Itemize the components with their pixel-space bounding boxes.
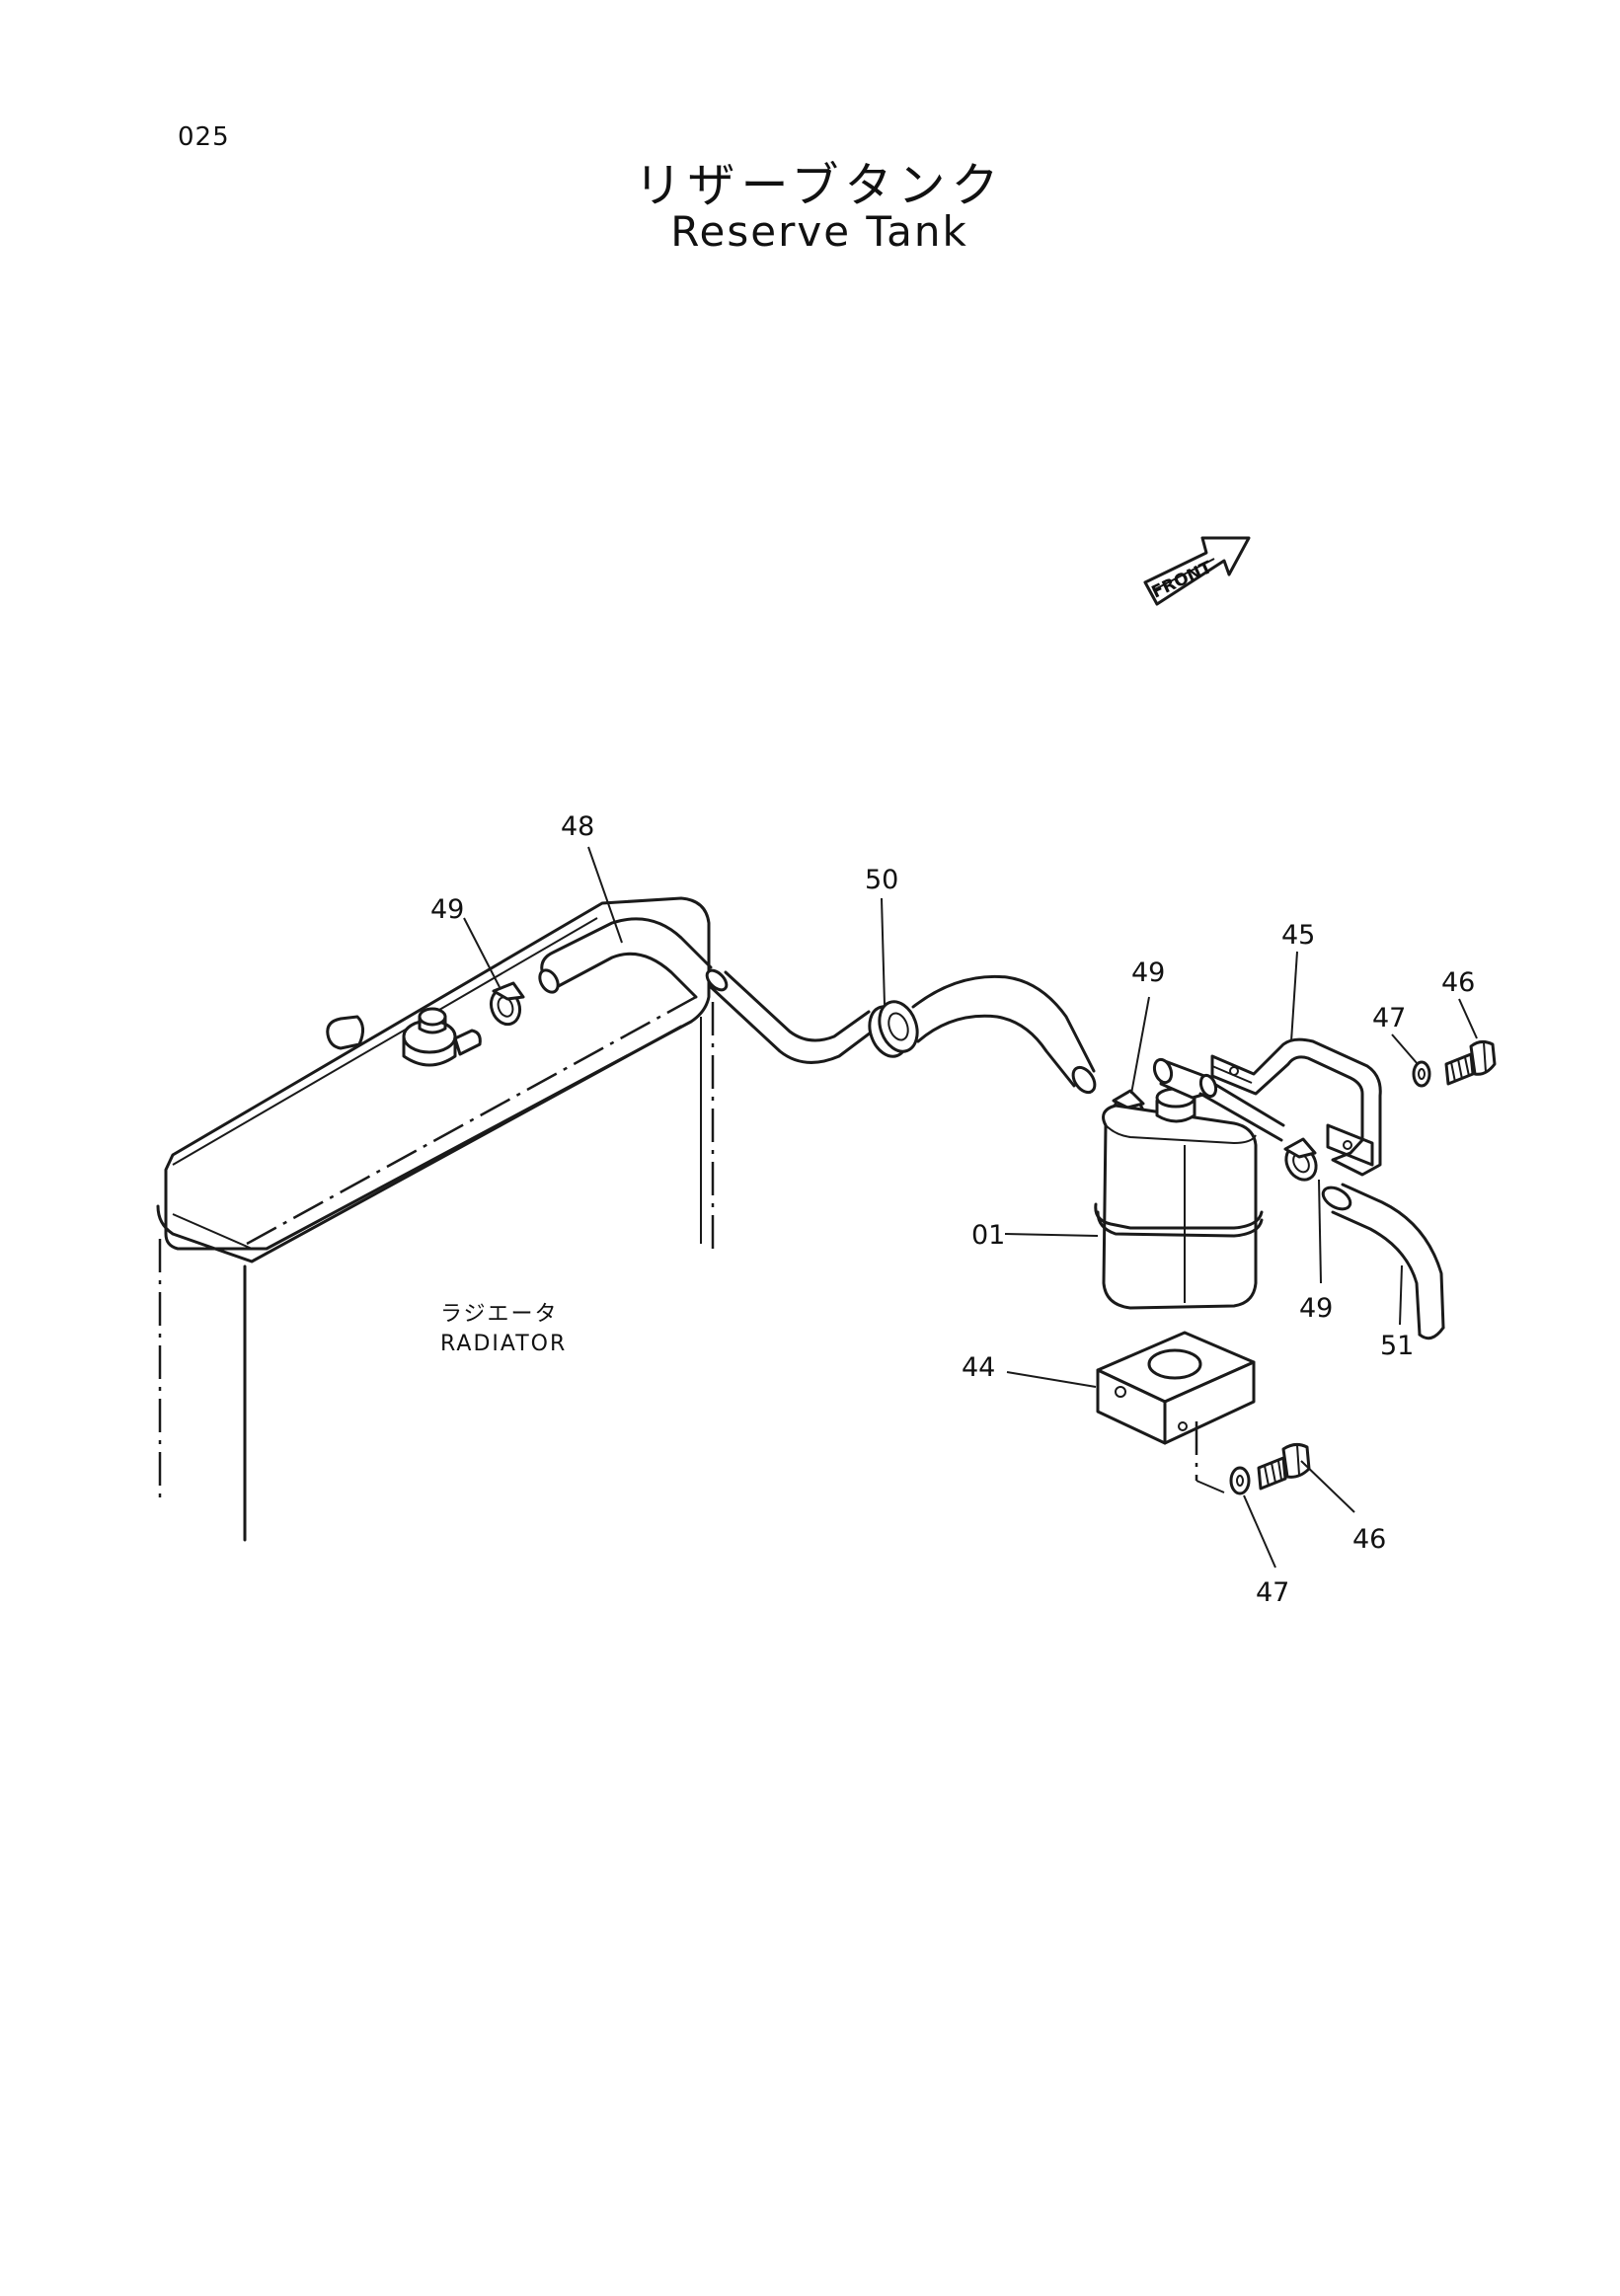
- block-44: [1096, 1331, 1256, 1493]
- bracket-45: [1210, 1037, 1382, 1177]
- radiator-label-jp: ラジエータ: [440, 1302, 559, 1327]
- hose-clamp-49-left: [489, 981, 525, 1027]
- callout-47-upper: 47: [1372, 1003, 1406, 1033]
- hose-51: [1321, 1183, 1445, 1340]
- callout-46-upper: 46: [1441, 967, 1475, 998]
- callout-49-right: 49: [1299, 1293, 1333, 1324]
- leader-lines: [463, 846, 1478, 1569]
- callout-50: 50: [865, 865, 898, 895]
- callout-44: 44: [962, 1352, 995, 1383]
- callout-47-lower: 47: [1256, 1577, 1289, 1608]
- bolt-46-lower: [1257, 1442, 1311, 1491]
- pipe-50: [705, 968, 1097, 1095]
- bolt-46-upper: [1444, 1039, 1497, 1086]
- hose-clamp-49-right: [1283, 1137, 1318, 1182]
- washer-47-lower: [1229, 1466, 1251, 1495]
- front-direction-arrow: FRONT: [1143, 536, 1251, 606]
- page-number: 025: [178, 122, 230, 152]
- callout-45: 45: [1281, 920, 1315, 951]
- callout-49-left: 49: [430, 894, 464, 925]
- callout-51: 51: [1380, 1331, 1414, 1361]
- washer-47-upper: [1412, 1060, 1431, 1088]
- callout-46-lower: 46: [1352, 1524, 1386, 1555]
- radiator-label-en: RADIATOR: [440, 1332, 567, 1356]
- callout-48: 48: [561, 811, 594, 842]
- radiator: [156, 896, 715, 1542]
- title-japanese: リザーブタンク: [634, 158, 1005, 213]
- title-english: Reserve Tank: [670, 207, 968, 256]
- hose-48: [538, 917, 713, 999]
- callout-01: 01: [971, 1220, 1005, 1251]
- reserve-tank-01: [1094, 1057, 1285, 1310]
- callout-49-middle: 49: [1131, 957, 1165, 988]
